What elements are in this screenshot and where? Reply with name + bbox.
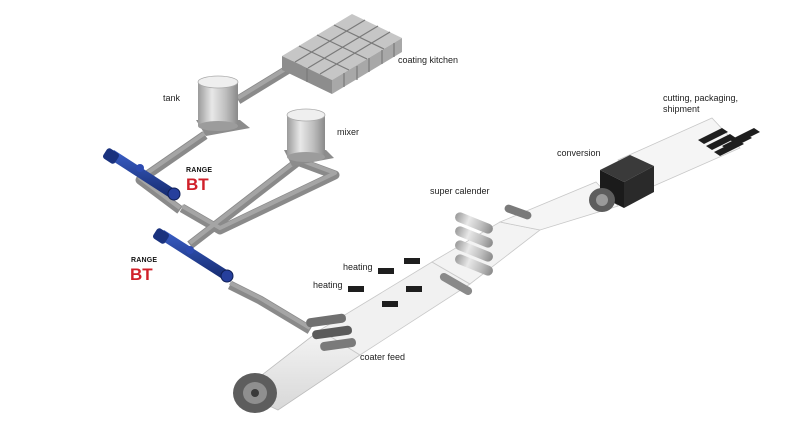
- paper-web: [239, 117, 741, 411]
- coater-rollers: [306, 313, 357, 351]
- label-super-calender: super calender: [430, 186, 490, 196]
- label-conversion: conversion: [557, 148, 601, 158]
- label-heating-lower: heating: [313, 280, 343, 290]
- pump-2: [153, 228, 234, 283]
- unwind-roll: [233, 373, 277, 413]
- pump-1: [103, 148, 181, 201]
- label-heating-upper: heating: [343, 262, 373, 272]
- pipe-pump2-to-coater: [227, 280, 313, 334]
- tank-cylinder: [196, 75, 250, 136]
- pump-2-range-label: RANGE: [131, 257, 158, 264]
- label-coater-feed: coater feed: [360, 352, 406, 362]
- label-coating-kitchen: coating kitchen: [398, 55, 459, 65]
- label-cutting-packaging: cutting, packaging, shipment: [663, 93, 739, 114]
- pump-1-model-label: BT: [186, 175, 209, 194]
- coating-kitchen-boxes: [282, 14, 402, 94]
- pump-1-range-label: RANGE: [186, 167, 213, 174]
- pump-2-model-label: BT: [130, 265, 153, 284]
- calender-stack: [439, 204, 532, 295]
- packaging-stacks: [698, 128, 760, 156]
- conversion-unit: [589, 155, 654, 212]
- mixer-cylinder: [284, 108, 334, 166]
- heating-bars: [348, 258, 422, 307]
- label-tank: tank: [163, 93, 181, 103]
- label-mixer: mixer: [337, 127, 359, 137]
